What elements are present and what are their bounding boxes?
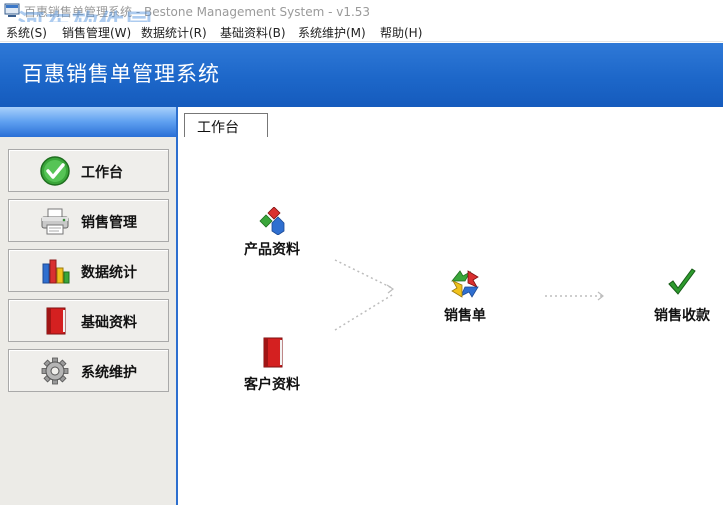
menu-system[interactable]: 系统(S) (6, 26, 47, 40)
banner-title: 百惠销售单管理系统 (22, 62, 220, 86)
sidebar-item-label: 数据统计 (81, 265, 137, 281)
sidebar-header (0, 107, 176, 137)
app-window-icon (4, 3, 20, 17)
sidebar-item-statistics[interactable]: 数据统计 (8, 249, 169, 292)
node-label: 客户资料 (244, 377, 300, 393)
node-product-data[interactable]: 产品资料 (232, 205, 312, 261)
gear-icon (41, 357, 69, 385)
sidebar-item-maintenance[interactable]: 系统维护 (8, 349, 169, 392)
shapes-icon (259, 207, 285, 235)
node-sales-order[interactable]: 销售单 (425, 267, 505, 325)
menu-bar: 系统(S) 销售管理(W) 数据统计(R) 基础资料(B) 系统维护(M) 帮助… (0, 22, 723, 42)
sidebar-item-label: 系统维护 (81, 365, 137, 381)
sidebar: 工作台 销售管理 数据统计 基础资料 (0, 107, 178, 505)
sidebar-item-label: 工作台 (81, 165, 123, 181)
menu-statistics[interactable]: 数据统计(R) (141, 26, 207, 40)
checkmark-icon (668, 268, 696, 295)
tab-label: 工作台 (197, 120, 239, 136)
red-book-icon (46, 307, 66, 335)
sidebar-item-basic-data[interactable]: 基础资料 (8, 299, 169, 342)
red-book-icon (263, 337, 283, 368)
menu-sales[interactable]: 销售管理(W) (62, 26, 132, 40)
node-label: 产品资料 (244, 242, 300, 258)
workbench-panel: 工作台 产品资料 客户资料 销售单 (180, 107, 723, 505)
sidebar-item-workbench[interactable]: 工作台 (8, 149, 169, 192)
recycle-arrows-icon (451, 270, 479, 298)
menu-help[interactable]: 帮助(H) (380, 26, 423, 40)
title-bar: 百惠销售单管理系统 - Bestone Management System - … (0, 0, 723, 22)
sidebar-item-sales[interactable]: 销售管理 (8, 199, 169, 242)
app-banner: 百惠销售单管理系统 (0, 43, 723, 107)
tab-workbench[interactable]: 工作台 (184, 113, 268, 137)
window-title: 百惠销售单管理系统 - Bestone Management System - … (24, 5, 371, 19)
check-circle-icon (40, 156, 70, 186)
bar-chart-icon (42, 259, 70, 284)
node-label: 销售收款 (654, 308, 710, 324)
node-sales-collection[interactable]: 销售收款 (640, 267, 723, 325)
printer-icon (41, 208, 69, 235)
menu-basic-data[interactable]: 基础资料(B) (220, 26, 286, 40)
node-customer-data[interactable]: 客户资料 (232, 337, 312, 395)
node-label: 销售单 (444, 308, 486, 324)
sidebar-item-label: 销售管理 (81, 215, 137, 231)
menu-maintenance[interactable]: 系统维护(M) (298, 26, 366, 40)
sidebar-item-label: 基础资料 (81, 315, 137, 331)
